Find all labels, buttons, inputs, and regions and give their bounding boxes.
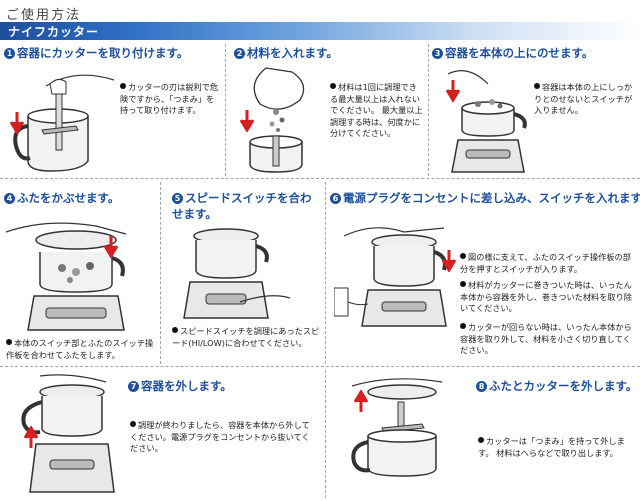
step-number: 1: [4, 48, 15, 59]
step-number: 4: [4, 193, 15, 204]
step-7-note: 調理が終わりましたら、容器を本体から外してください。電源プラグをコンセントから抜…: [130, 420, 310, 453]
step-number: 3: [432, 48, 443, 59]
title-banner: [0, 22, 640, 40]
down-arrow-icon: [240, 110, 254, 132]
cover-lid-illustration: [6, 222, 127, 331]
step-4-note: 本体のスイッチ部とふたのスイッチ操作板を合わせてふたをします。: [6, 338, 154, 360]
col-divider: [428, 44, 430, 176]
remove-container-illustration: [21, 374, 115, 493]
up-arrow-icon: [354, 390, 368, 412]
press-switch-illustration: [334, 227, 447, 327]
banner-label: ナイフカッター: [8, 25, 100, 39]
step-6-note-3: カッターが回らない時は、いったん本体から容器を取り外して、材料を小さく切り直して…: [460, 322, 632, 355]
section-title: ご使用方法: [6, 8, 82, 23]
step-number: 6: [330, 193, 341, 204]
col-divider: [325, 182, 327, 364]
step-6-note-2: 材料がカッターに巻きついた時は、いったん本体から容器を外し、巻きついた材料を取り…: [460, 280, 632, 313]
row-divider: [0, 366, 640, 368]
step-1-note: カッターの刃は鋭利で危険ですから、「つまみ」を持って取り付けます。: [120, 82, 219, 115]
step-8-note: カッターは「つまみ」を持って外します。 材料はへらなどで取り出します。: [478, 436, 625, 458]
speed-switch-illustration: [183, 228, 290, 319]
cutter-container-illustration: [13, 74, 114, 172]
place-container-illustration: [448, 70, 527, 173]
step-number: 8: [476, 381, 487, 392]
step-5-note: スピードスイッチを調理にあったスピード(HI/LOW)に合わせてください。: [172, 326, 320, 348]
col-divider: [325, 370, 327, 498]
down-arrow-icon: [446, 80, 460, 102]
col-divider: [225, 44, 227, 176]
step-number: 2: [234, 48, 245, 59]
step-6-note-1: 図の様に支えて、ふたのスイッチ操作板の部分を押すとスイッチが入ります。: [460, 252, 631, 274]
down-arrow-icon: [10, 112, 24, 134]
add-ingredients-illustration: [249, 67, 305, 173]
step-3-note: 容器は本体の上にしっかりとのせないとスイッチが入りません。: [534, 82, 633, 115]
col-divider: [160, 182, 162, 364]
down-arrow-icon: [104, 236, 118, 258]
remove-lid-cutter-illustration: [351, 378, 443, 477]
row-divider: [0, 178, 640, 180]
step-number: 7: [128, 381, 139, 392]
up-arrow-icon: [24, 426, 38, 448]
step-number: 5: [172, 193, 183, 204]
step-2-note: 材料は1回に調理できる最大量以上は入れないでください。 最大量以上調理する時は、…: [330, 82, 423, 138]
down-arrow-icon: [442, 250, 456, 272]
